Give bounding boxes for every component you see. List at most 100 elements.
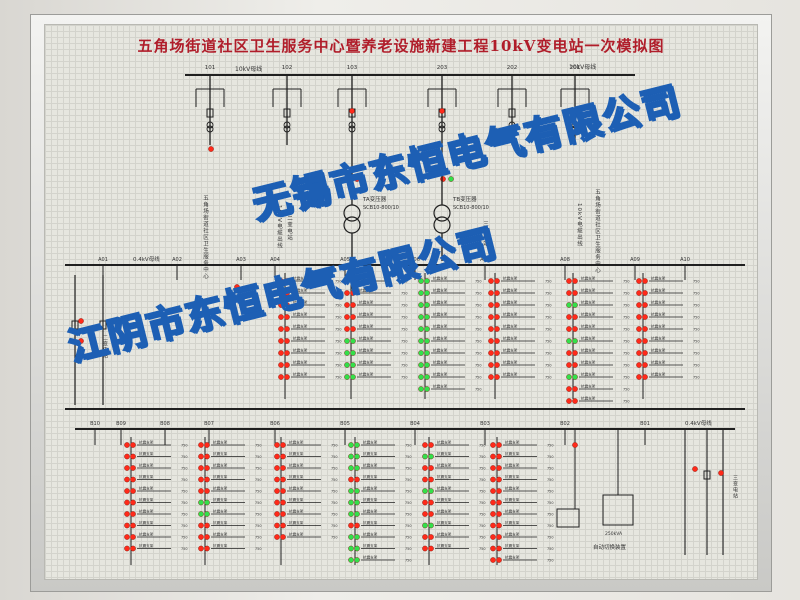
feeder-label: 抗震支架 [433, 312, 448, 317]
feeder-label: 抗震支架 [363, 440, 378, 445]
feeder-rating: 750 [335, 280, 341, 284]
bus-10kv-label: 10kV母线 [235, 65, 262, 73]
feeder-label: 抗震支架 [505, 474, 520, 479]
feeder-lamp [496, 511, 502, 517]
bus-04kv-bottom-label: 0.4kV母线 [685, 419, 712, 427]
feeder-label: 抗震支架 [213, 497, 228, 502]
feeder-lamp [284, 302, 290, 308]
feeder-lamp [124, 545, 130, 552]
feeder-lamp [428, 534, 434, 540]
feeder-lamp [124, 534, 130, 540]
feeder-lamp [348, 499, 354, 506]
ct-symbol [508, 125, 516, 133]
left-lv-note: 二变电站 [102, 335, 108, 359]
feeder-rating: 750 [401, 316, 407, 320]
feeder-label: 抗震支架 [293, 300, 308, 305]
feeder-label: 抗震支架 [437, 486, 452, 491]
feeder-label: 抗震支架 [581, 384, 596, 389]
feeder-label: 抗震支架 [433, 300, 448, 305]
feeder-lamp [428, 453, 434, 460]
feeder-lamp [130, 453, 136, 460]
feeder-rating: 750 [545, 328, 551, 332]
feeder-rating: 750 [335, 364, 341, 368]
feeder-rating: 750 [331, 513, 337, 517]
feeder-rating: 750 [181, 501, 187, 505]
feeder-rating: 750 [331, 524, 337, 528]
feeder-lamp [494, 326, 500, 332]
feeder-lamp [354, 545, 360, 552]
feeder-lamp [354, 476, 360, 483]
feeder-label: 抗震支架 [437, 532, 452, 537]
feeder-lamp [198, 545, 204, 552]
feeder-rating: 750 [545, 340, 551, 344]
feeder-lamp [344, 326, 350, 332]
feeder-label: 抗震支架 [289, 440, 304, 445]
feeder-lamp [344, 374, 350, 380]
lamp-b02 [692, 466, 698, 472]
feeder-lamp [124, 476, 130, 483]
feeder-label: 抗震支架 [359, 348, 374, 353]
feeder-label: 抗震支架 [651, 312, 666, 317]
feeder-label: 抗震支架 [433, 360, 448, 365]
feeder-rating: 750 [545, 304, 551, 308]
feeder-lamp [280, 511, 286, 517]
cabinet-number-low-bottom: B10 [90, 421, 100, 427]
feeder-lamp [572, 350, 578, 356]
feeder-label: 抗震支架 [581, 372, 596, 377]
feeder-label: 抗震支架 [139, 520, 154, 525]
lamp-b01 [718, 470, 724, 476]
feeder-rating: 750 [335, 328, 341, 332]
feeder-rating: 750 [475, 388, 481, 392]
feeder-lamp [348, 511, 354, 517]
feeder-label: 抗震支架 [363, 543, 378, 548]
feeder-label: 抗震支架 [503, 324, 518, 329]
transformer-b-label: TB变压器 [452, 195, 477, 203]
feeder-rating: 750 [545, 376, 551, 380]
feeder-label: 抗震支架 [363, 463, 378, 468]
feeder-lamp [496, 488, 502, 494]
feeder-label: 抗震支架 [139, 543, 154, 548]
feeder-label: 抗震支架 [213, 543, 228, 548]
feeder-label: 抗震支架 [293, 360, 308, 365]
feeder-label: 抗震支架 [503, 360, 518, 365]
feeder-label: 抗震支架 [363, 509, 378, 514]
feeder-rating: 750 [335, 292, 341, 296]
feeder-rating: 750 [331, 467, 337, 471]
feeder-lamp [344, 350, 350, 356]
cabinet-number-low-bottom: B04 [410, 421, 420, 427]
breaker-symbol [508, 108, 516, 118]
feeder-label: 抗震支架 [503, 348, 518, 353]
cabinet-number-top: 101 [205, 65, 216, 71]
feeder-label: 抗震支架 [359, 276, 374, 281]
feeder-rating: 750 [405, 536, 411, 540]
feeder-rating: 750 [405, 444, 411, 448]
feeder-lamp [572, 362, 578, 368]
feeder-lamp [354, 488, 360, 494]
feeder-label: 抗震支架 [363, 532, 378, 537]
feeder-label: 抗震支架 [213, 474, 228, 479]
feeder-lamp [274, 442, 280, 448]
feeder-rating: 750 [479, 478, 485, 482]
feeder-label: 抗震支架 [213, 440, 228, 445]
feeder-rating: 750 [547, 536, 553, 540]
feeder-lamp [422, 488, 428, 494]
feeder-rating: 750 [181, 524, 187, 528]
feeder-lamp [490, 465, 496, 471]
transformer-a-spec: SCB10-800/10 [363, 205, 399, 211]
feeder-lamp [278, 326, 284, 332]
feeder-lamp [284, 350, 290, 356]
feeder-lamp [130, 465, 136, 471]
feeder-lamp [424, 374, 430, 380]
feeder-lamp [488, 362, 494, 368]
feeder-lamp [204, 545, 210, 552]
feeder-lamp [130, 534, 136, 540]
feeder-rating: 750 [335, 304, 341, 308]
feeder-rating: 750 [331, 536, 337, 540]
breaker-symbol [571, 108, 579, 118]
feeder-lamp [124, 465, 130, 471]
feeder-lamp [636, 302, 642, 308]
feeder-label: 抗震支架 [581, 348, 596, 353]
feeder-label: 抗震支架 [359, 300, 374, 305]
feeder-lamp [496, 453, 502, 460]
feeder-lamp [198, 465, 204, 471]
